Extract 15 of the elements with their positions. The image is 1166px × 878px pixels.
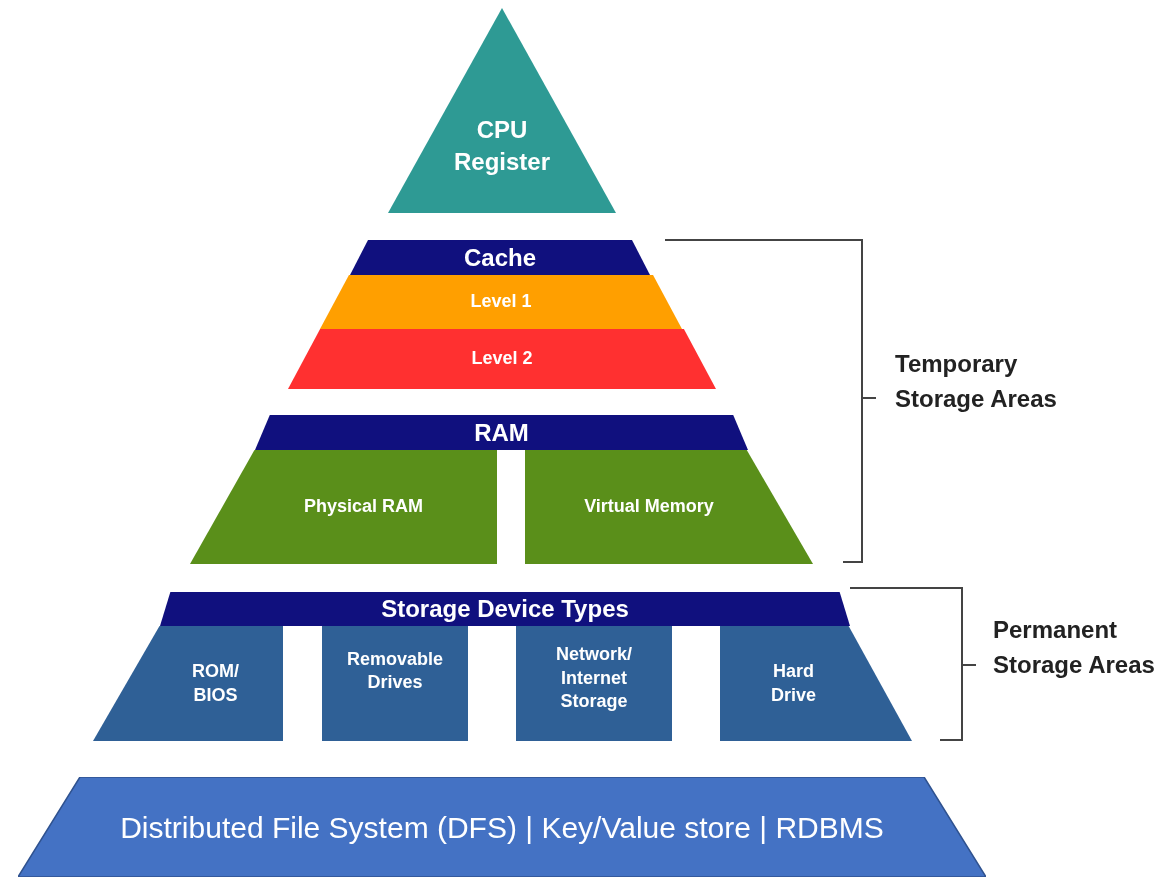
bracket-label: Permanent Storage Areas bbox=[993, 615, 1156, 680]
tier-segment: Virtual Memory bbox=[525, 450, 813, 564]
tier-segment: Network/ Internet Storage bbox=[516, 626, 672, 741]
bracket-label: Temporary Storage Areas bbox=[895, 349, 1058, 414]
tier-segment: Hard Drive bbox=[720, 626, 912, 741]
tier-segment: Removable Drives bbox=[322, 626, 468, 741]
tier-segment: Level 1 bbox=[320, 275, 682, 329]
pyramid-apex: CPU Register bbox=[388, 8, 616, 213]
tier-segment: Level 2 bbox=[288, 329, 716, 389]
tier-header-band: Cache bbox=[350, 240, 650, 275]
tier-header-band: RAM bbox=[255, 415, 748, 450]
tier-segment: Physical RAM bbox=[190, 450, 497, 564]
tier-header-band: Storage Device Types bbox=[160, 592, 850, 626]
tier-segment: ROM/ BIOS bbox=[93, 626, 283, 741]
pyramid-base: Distributed File System (DFS) | Key/Value store | RDBMS bbox=[18, 777, 986, 877]
